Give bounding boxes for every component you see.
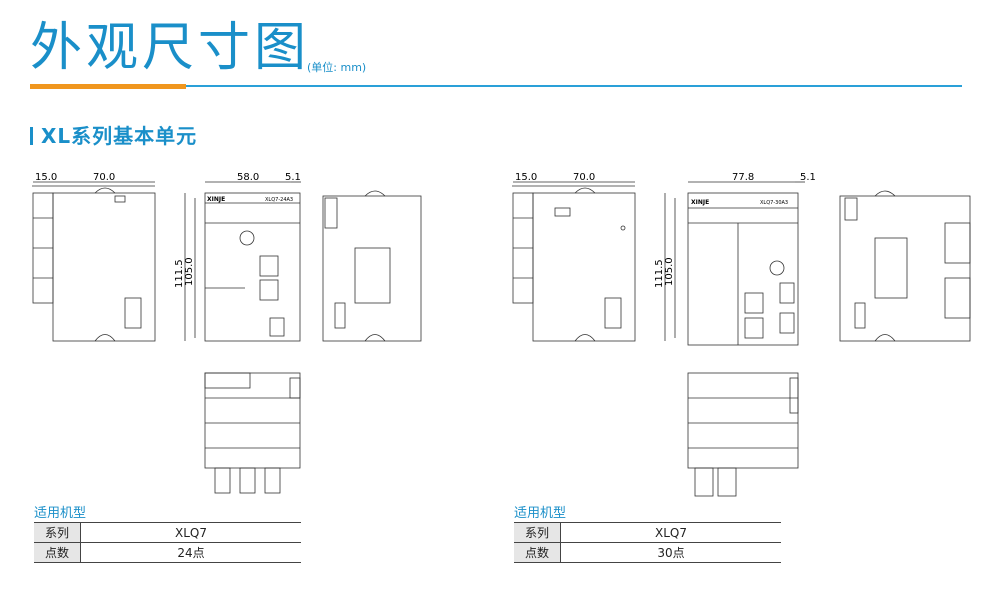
- dim-width-front: 77.8: [732, 172, 754, 183]
- left-dimension-drawing: 15.0 70.0 58.0 5.1 111.5 105.0 XINJE XLQ…: [32, 172, 422, 494]
- spec-value: 24点: [80, 542, 301, 563]
- model-code-label: XLQ7-24A3: [265, 197, 293, 203]
- spec-key: 点数: [514, 542, 561, 563]
- dim-width-extra: 5.1: [800, 172, 816, 183]
- spec-key: 系列: [34, 522, 81, 543]
- brand-label: XINJE: [207, 196, 225, 203]
- dim-width-extra: 5.1: [285, 172, 301, 183]
- section-heading: XL系列基本单元: [30, 120, 197, 149]
- dim-width-side-b: 70.0: [573, 172, 595, 183]
- page-title: 外观尺寸图: [30, 18, 311, 78]
- dim-height-total: 111.5: [174, 259, 185, 288]
- spec-key: 系列: [514, 522, 561, 543]
- unit-note: (单位: mm): [307, 61, 367, 74]
- dim-width-side-a: 15.0: [35, 172, 57, 183]
- spec-value: XLQ7: [80, 522, 301, 543]
- section-heading-text: XL系列基本单元: [41, 124, 198, 148]
- section-bar: [30, 127, 33, 145]
- right-dimension-drawing: 15.0 70.0 77.8 5.1 111.5 105.0 XINJE XLQ…: [512, 172, 971, 497]
- dim-height-body: 105.0: [664, 257, 675, 286]
- brand-label: XINJE: [691, 199, 709, 206]
- left-model-label: 适用机型: [34, 506, 87, 521]
- model-code-label: XLQ7-30A3: [760, 200, 788, 206]
- spec-value: XLQ7: [560, 522, 781, 543]
- spec-key: 点数: [34, 542, 81, 563]
- dim-width-side-a: 15.0: [515, 172, 537, 183]
- spec-value: 30点: [560, 542, 781, 563]
- dim-height-total: 111.5: [654, 259, 665, 288]
- dim-width-side-b: 70.0: [93, 172, 115, 183]
- title-rule-accent: [30, 84, 186, 89]
- right-model-label: 适用机型: [514, 506, 567, 521]
- dim-width-front: 58.0: [237, 172, 259, 183]
- title-rule: [30, 85, 962, 87]
- dim-height-body: 105.0: [184, 257, 195, 286]
